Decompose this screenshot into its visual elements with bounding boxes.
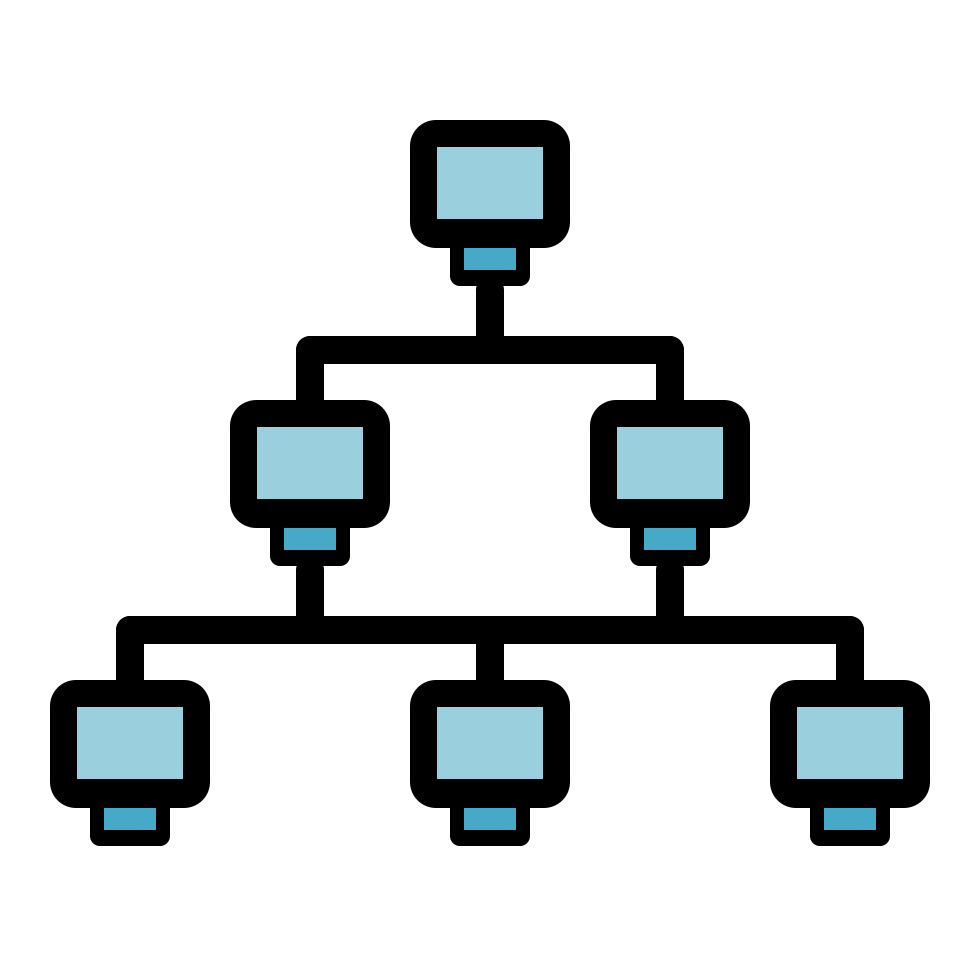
monitor-screen — [77, 707, 183, 779]
monitor-screen — [797, 707, 903, 779]
monitor-screen — [437, 707, 543, 779]
computer-node-icon — [50, 680, 210, 846]
connector-lines — [116, 276, 864, 704]
computer-port — [284, 528, 336, 550]
computer-port — [464, 248, 516, 270]
computer-port — [824, 808, 876, 830]
computer-port — [644, 528, 696, 550]
computer-port — [464, 808, 516, 830]
monitor-screen — [257, 427, 363, 499]
computer-node-icon — [230, 400, 390, 566]
computer-node-icon — [590, 400, 750, 566]
monitor-screen — [617, 427, 723, 499]
computer-node-icon — [770, 680, 930, 846]
monitor-screen — [437, 147, 543, 219]
computer-node-icon — [410, 120, 570, 286]
computer-nodes — [50, 120, 930, 846]
computer-port — [104, 808, 156, 830]
computer-node-icon — [410, 680, 570, 846]
